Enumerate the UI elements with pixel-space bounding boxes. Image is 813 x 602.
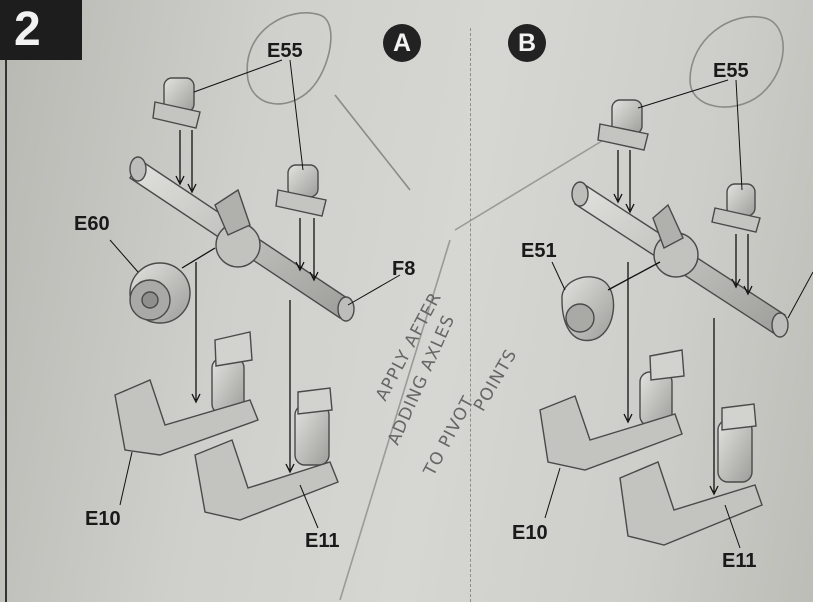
label-e11-a: E11	[305, 530, 340, 552]
divider-line	[470, 28, 471, 602]
axle-b	[571, 181, 789, 338]
leaders-b	[544, 79, 813, 549]
e55-part-b1	[597, 99, 649, 151]
label-e11-b: E11	[722, 550, 757, 572]
e51-part	[561, 276, 615, 342]
label-e55-b: E55	[713, 60, 749, 82]
pencil-marks	[246, 12, 784, 601]
label-e51: E51	[521, 240, 557, 262]
left-rule	[5, 60, 7, 602]
label-e55-a: E55	[267, 40, 303, 62]
arrows-a	[175, 130, 319, 474]
variant-a-parts	[109, 59, 401, 529]
variant-b-parts	[539, 79, 813, 549]
e10-part-b	[539, 349, 685, 471]
variant-b-badge: B	[508, 24, 546, 62]
leaders-a	[109, 59, 401, 529]
e60-part	[129, 262, 191, 324]
step-number: 2	[0, 0, 82, 60]
f8-axle	[129, 156, 355, 322]
label-e10-b: E10	[512, 522, 548, 544]
e55-part-a1	[152, 77, 201, 129]
label-f8: F8	[392, 258, 416, 280]
variant-a-badge: A	[383, 24, 421, 62]
arrows-b	[607, 150, 753, 496]
label-e60: E60	[74, 213, 110, 235]
label-e10-a: E10	[85, 508, 121, 530]
e55-part-b2	[711, 183, 761, 233]
e11-part-b	[619, 403, 763, 546]
e10-part-a	[114, 331, 259, 456]
e11-part-a	[194, 387, 339, 521]
e55-part-a2	[275, 164, 327, 217]
